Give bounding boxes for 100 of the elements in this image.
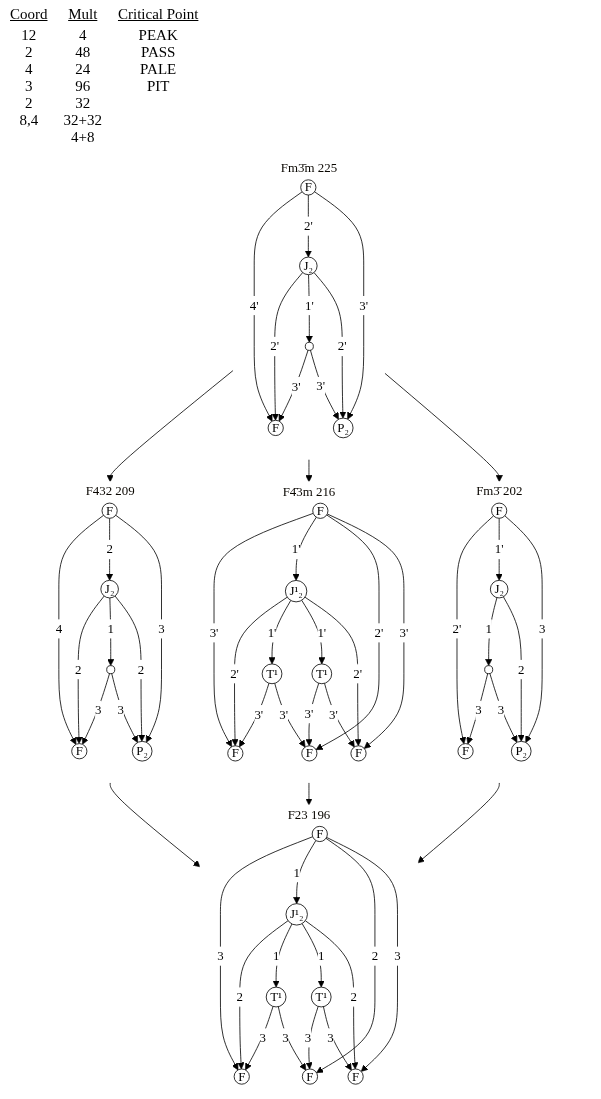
node-circle [106, 665, 116, 675]
table-value: 96 [75, 78, 91, 95]
table-value: 32 [75, 95, 91, 112]
edge-label: 3 [117, 702, 124, 716]
node-circle: P₂ [510, 740, 532, 762]
edge-label: 3' [291, 379, 301, 394]
node-circle: F [300, 179, 317, 196]
table-value: 4 [25, 61, 33, 78]
node-circle: J¹₂ [285, 903, 308, 926]
table-value: PIT [146, 78, 170, 95]
node-text: F432 209 [85, 484, 135, 498]
table-value: 32+32 [63, 112, 102, 129]
node-circle: F [347, 1068, 364, 1085]
edge-label: 3' [254, 707, 264, 722]
table-value: 24 [75, 61, 91, 78]
node-circle: F [233, 1068, 250, 1085]
table-value: PEAK [138, 27, 178, 44]
edge-label: 3' [304, 706, 314, 721]
edge-label: 3 [217, 948, 224, 963]
table-value: PALE [140, 61, 177, 78]
edge-label: 3' [279, 707, 289, 722]
node-circle [304, 341, 314, 351]
node-circle: T¹ [311, 663, 333, 685]
column-heading: Critical Point [117, 6, 199, 23]
edge-label: 3 [394, 948, 401, 963]
node-circle: F [311, 825, 328, 842]
node-circle: P₂ [131, 740, 153, 762]
edge-label: 2' [337, 339, 347, 353]
edge-label: 3 [475, 703, 482, 717]
node-circle: T¹ [265, 986, 287, 1008]
edge-label: 2 [106, 542, 113, 556]
table-value: 2 [25, 44, 33, 61]
node-circle [484, 665, 494, 675]
node-circle: F [227, 745, 244, 762]
node-circle: P₂ [332, 417, 354, 439]
node-text: F23 196 [287, 807, 331, 822]
edge-label: 1' [494, 542, 504, 556]
node-circle: F [71, 743, 88, 760]
table-value: 4+8 [71, 129, 95, 146]
edge-label: 3' [209, 625, 219, 640]
column-heading: Coord [10, 6, 48, 23]
edge-label: 3 [538, 621, 546, 636]
node-circle: T¹ [310, 986, 332, 1008]
node-text: Fm3̄m 225 [280, 160, 338, 175]
edge-label: 2' [230, 666, 239, 681]
node-circle: T¹ [261, 663, 283, 685]
edge-label: 4 [55, 621, 63, 636]
edge-label: 1 [272, 948, 280, 963]
column-heading: Mult [68, 6, 98, 23]
edge-label: 1' [291, 542, 301, 556]
node-circle: F [301, 745, 318, 762]
table-value: PASS [140, 44, 176, 61]
edge-label: 3 [304, 1030, 312, 1045]
node-circle: F [267, 419, 284, 436]
node-circle: F [101, 502, 118, 519]
node-circle: F [457, 743, 474, 760]
edge-label: 1 [318, 948, 325, 963]
edge-label: 1' [317, 625, 327, 640]
edge-label: 2' [452, 621, 462, 636]
edge-label: 4' [249, 298, 259, 313]
node-circle: F [312, 502, 329, 519]
node-circle: J₂ [100, 579, 119, 599]
edge-label: 2' [270, 339, 280, 353]
edge-label: 2 [74, 662, 82, 677]
edge-label: 2 [518, 662, 525, 677]
edge-label: 2' [374, 625, 384, 640]
table-value: 4 [79, 27, 87, 44]
node-text: F4̄3m 216 [282, 484, 336, 498]
edge-label: 3 [497, 703, 505, 717]
edge-label: 3 [259, 1030, 267, 1045]
edge-label: 3' [359, 298, 369, 313]
table-value: 48 [75, 44, 91, 61]
edge-label: 1 [107, 621, 114, 636]
edge-label: 2 [137, 662, 145, 677]
node-circle: J₂ [489, 579, 509, 599]
edge-label: 2' [353, 666, 363, 681]
edge-label: 2 [371, 948, 379, 963]
edge-label: 1' [304, 298, 314, 313]
table-value: 12 [21, 27, 37, 44]
edge-label: 1 [485, 621, 492, 636]
table-value: 8,4 [19, 112, 39, 129]
node-circle: J₂ [299, 256, 318, 276]
edge-label: 3 [158, 621, 165, 636]
node-circle: F [491, 502, 508, 519]
edge-label: 2 [350, 989, 357, 1004]
table-value: 2 [25, 95, 33, 112]
table-value: 3 [25, 78, 33, 95]
edge-label: 2' [303, 218, 313, 233]
edge-label: 3' [399, 625, 409, 640]
edge-label: 3 [95, 703, 102, 717]
node-circle: F [350, 745, 367, 762]
edge-label: 1 [293, 865, 300, 880]
node-circle: F [301, 1068, 318, 1085]
edge-label: 3 [327, 1030, 334, 1045]
edge-label: 1' [267, 625, 277, 640]
edge-label: 3' [316, 379, 326, 393]
edge-label: 3 [282, 1030, 289, 1045]
edge-label: 2 [236, 989, 243, 1004]
edge-label: 3' [329, 707, 338, 722]
node-text: Fm3̄ 202 [476, 484, 523, 498]
